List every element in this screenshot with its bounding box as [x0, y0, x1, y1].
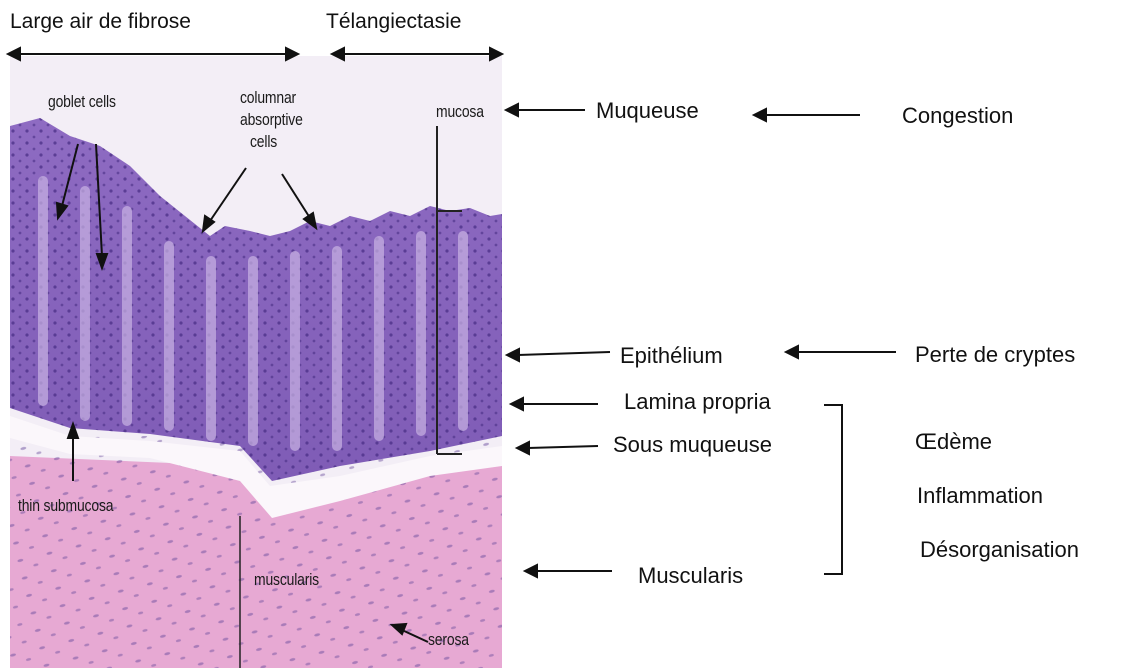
- muqueuse-arrow: [506, 104, 585, 116]
- fibrosis-header: Large air de fibrose: [10, 10, 191, 34]
- absorptive-label-line2: absorptive: [240, 110, 303, 130]
- congestion-label: Congestion: [902, 103, 1013, 129]
- cells-label-line3: cells: [250, 132, 277, 152]
- perte-de-cryptes-label: Perte de cryptes: [915, 342, 1075, 368]
- muscularis-histo-label: muscularis: [254, 570, 319, 590]
- oedeme-label: Œdème: [915, 429, 992, 455]
- columnar-label-line1: columnar: [240, 88, 296, 108]
- muscularis-arrow: [525, 565, 612, 577]
- muqueuse-label: Muqueuse: [596, 98, 699, 124]
- mucosa-label: mucosa: [436, 102, 484, 122]
- epithelium-label: Epithélium: [620, 343, 723, 369]
- congestion-arrow: [754, 109, 860, 121]
- lamina-propria-label: Lamina propria: [624, 389, 771, 415]
- sous-muqueuse-arrow: [517, 442, 598, 454]
- desorganisation-label: Désorganisation: [920, 537, 1079, 563]
- lamina-propria-arrow: [511, 398, 598, 410]
- epithelium-arrow: [507, 349, 610, 361]
- goblet-cells-label: goblet cells: [48, 92, 116, 112]
- sous-muqueuse-label: Sous muqueuse: [613, 432, 772, 458]
- lesion-bracket: [824, 405, 842, 574]
- inflammation-label: Inflammation: [917, 483, 1043, 509]
- perte-de-cryptes-arrow: [786, 346, 896, 358]
- telangiectasia-header: Télangiectasie: [326, 10, 461, 34]
- serosa-label: serosa: [428, 630, 469, 650]
- muscularis-label: Muscularis: [638, 563, 743, 589]
- thin-submucosa-label: thin submucosa: [18, 496, 113, 516]
